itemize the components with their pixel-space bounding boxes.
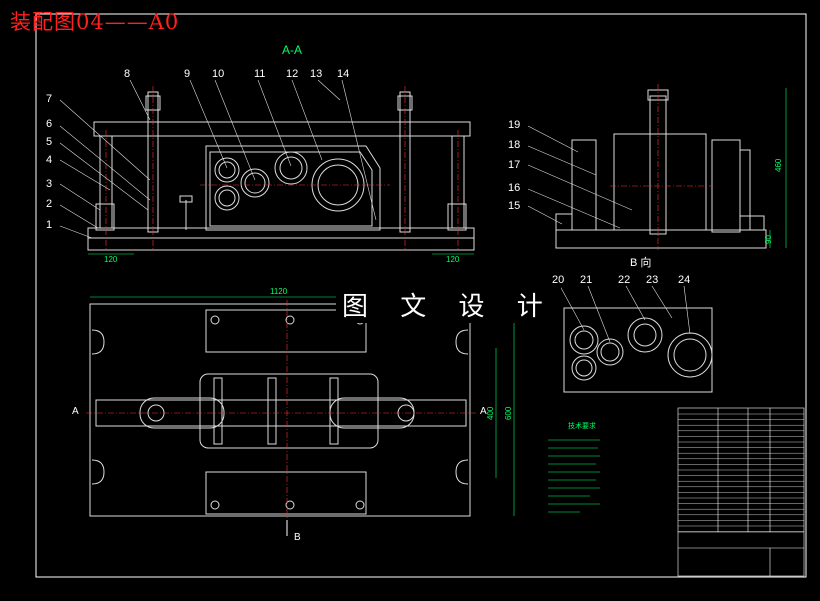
svg-text:16: 16 xyxy=(508,182,520,194)
dim-120-right: 120 xyxy=(446,255,460,264)
svg-text:9: 9 xyxy=(184,68,190,80)
svg-text:7: 7 xyxy=(46,93,52,105)
leaders-front xyxy=(59,79,377,239)
svg-text:18: 18 xyxy=(508,139,520,151)
parts-list-rows xyxy=(678,413,804,532)
part-labels-top: 8 9 10 11 12 13 14 xyxy=(124,68,349,80)
svg-text:13: 13 xyxy=(310,68,322,80)
plan-centerlines xyxy=(86,300,476,520)
svg-text:2: 2 xyxy=(46,198,52,210)
svg-text:3: 3 xyxy=(46,178,52,190)
front-dims: 120 120 xyxy=(88,253,474,264)
svg-text:5: 5 xyxy=(46,136,52,148)
plan-view xyxy=(89,303,471,517)
b-view xyxy=(563,307,713,393)
svg-text:15: 15 xyxy=(508,200,520,212)
svg-text:11: 11 xyxy=(254,68,265,80)
sheet-border xyxy=(35,13,807,578)
part-labels-side: 19 18 17 16 15 xyxy=(508,119,520,212)
dim-400: 400 xyxy=(486,406,495,420)
section-label: A-A xyxy=(282,43,302,57)
front-section-view: A-A xyxy=(87,43,475,251)
side-view xyxy=(555,89,767,249)
arrow-a-right: A xyxy=(480,406,487,417)
svg-text:20: 20 xyxy=(552,274,564,286)
leaders-side xyxy=(527,125,633,229)
side-centerlines xyxy=(610,84,712,250)
svg-text:12: 12 xyxy=(286,68,298,80)
svg-text:23: 23 xyxy=(646,274,658,286)
part-labels-left: 7 6 5 4 3 2 1 xyxy=(46,93,52,231)
dim-1120: 1120 xyxy=(270,287,288,296)
drawing-title: 装配图04——A0 xyxy=(10,10,180,34)
dim-460: 460 xyxy=(774,158,783,172)
svg-text:1: 1 xyxy=(46,219,52,231)
dim-600: 600 xyxy=(504,406,513,420)
section-arrows: A A B xyxy=(72,406,487,543)
svg-text:17: 17 xyxy=(508,159,520,171)
parts-list-table xyxy=(677,407,805,577)
svg-text:24: 24 xyxy=(678,274,690,286)
plan-dims: 1120 400 600 xyxy=(90,287,515,516)
side-dims: 460 90 xyxy=(764,88,787,248)
notes-title: 技术要求 xyxy=(568,421,596,430)
svg-text:21: 21 xyxy=(580,274,592,286)
dim-120-left: 120 xyxy=(104,255,118,264)
part-labels-bview: 20 21 22 23 24 xyxy=(552,274,690,286)
svg-text:14: 14 xyxy=(337,68,349,80)
arrow-b: B xyxy=(294,532,301,543)
svg-text:6: 6 xyxy=(46,118,52,130)
view-b-label: B 向 xyxy=(630,255,651,269)
svg-text:19: 19 xyxy=(508,119,520,131)
svg-text:10: 10 xyxy=(212,68,224,80)
svg-text:4: 4 xyxy=(46,154,52,166)
watermark: 图 文 设 计 xyxy=(336,286,561,323)
svg-text:22: 22 xyxy=(618,274,630,286)
dim-90: 90 xyxy=(764,235,773,244)
notes-lines xyxy=(548,439,600,513)
front-centerlines xyxy=(105,86,459,250)
leaders-bview xyxy=(559,285,691,343)
arrow-a-left: A xyxy=(72,406,79,417)
svg-text:8: 8 xyxy=(124,68,130,80)
